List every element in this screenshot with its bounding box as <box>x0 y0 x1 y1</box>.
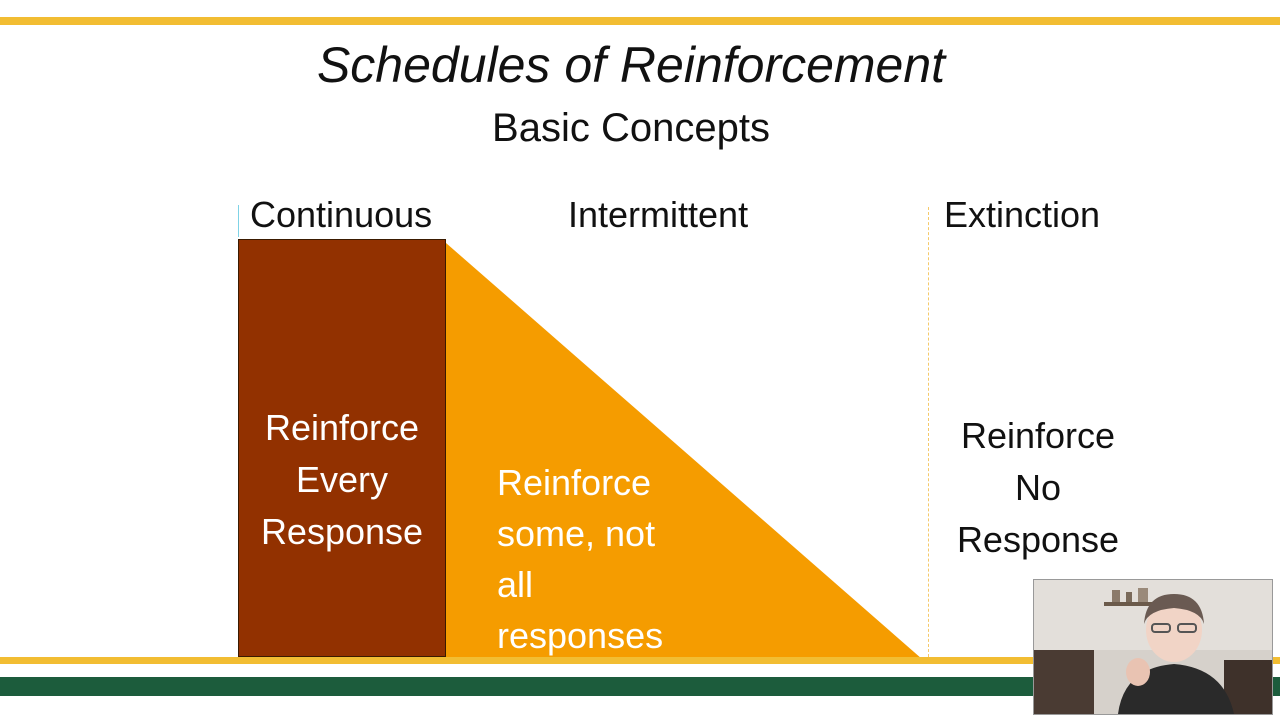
intermittent-line-2: some, not <box>497 513 656 554</box>
presenter-video-icon <box>1034 580 1272 714</box>
intermittent-line-1: Reinforce <box>497 462 652 503</box>
continuous-line-3: Response <box>260 511 424 552</box>
intermittent-line-4: responses <box>497 615 664 656</box>
extinction-heading: Extinction <box>944 194 1101 235</box>
continuous-block <box>238 239 446 657</box>
intermittent-wedge-shape <box>446 243 922 659</box>
bottom-green-stripe <box>0 677 1280 696</box>
extinction-description: Reinforce No Response <box>936 410 1140 566</box>
intermittent-line-3: all <box>497 564 534 605</box>
continuous-heading: Continuous <box>250 194 433 235</box>
slide-subtitle: Basic Concepts <box>492 106 770 150</box>
left-divider-line <box>238 205 239 237</box>
extinction-line-1: Reinforce <box>960 415 1116 456</box>
intermittent-heading: Intermittent <box>568 194 749 235</box>
bottom-yellow-stripe <box>0 657 1280 664</box>
slide-title: Schedules of Reinforcement <box>316 37 946 93</box>
top-accent-bar <box>0 17 1280 25</box>
extinction-line-3: Response <box>956 519 1120 560</box>
extinction-line-2: No <box>1014 467 1062 508</box>
intermittent-wedge <box>446 243 922 659</box>
intermittent-description: Reinforce some, not all responses <box>497 457 757 661</box>
continuous-line-1: Reinforce <box>264 407 420 448</box>
presenter-webcam-overlay <box>1034 580 1272 714</box>
extinction-divider-line <box>928 207 929 657</box>
continuous-description: Reinforce Every Response <box>238 402 446 558</box>
continuous-line-2: Every <box>295 459 389 500</box>
